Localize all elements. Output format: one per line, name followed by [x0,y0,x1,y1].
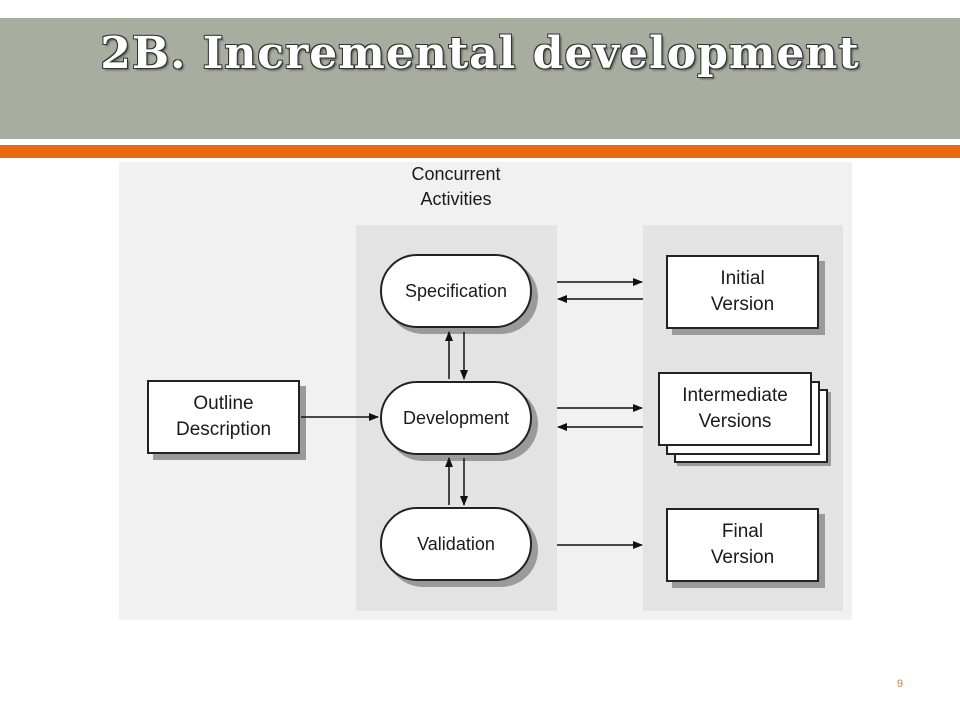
development-node: Development [380,381,532,455]
validation-label: Validation [417,533,495,554]
intermediate-versions-box: Intermediate Versions [658,372,812,446]
intermediate-line-2: Versions [698,411,772,432]
page-number: 9 [896,678,904,690]
intermediate-line-1: Intermediate [682,385,788,406]
final-version-box: Final Version [666,508,819,582]
title-band: 2B. Incremental development [0,18,960,139]
initial-version-box: Initial Version [666,255,819,329]
specification-node: Specification [380,254,532,328]
final-line-2: Version [710,547,775,568]
outline-line-1: Outline [193,393,254,414]
validation-node: Validation [380,507,532,581]
initial-line-1: Initial [720,268,765,289]
specification-label: Specification [404,280,508,301]
caption-line-2: Activities [420,189,492,209]
accent-bar [0,145,960,158]
initial-line-2: Version [710,294,775,315]
concurrent-activities-caption: Concurrent Activities [376,162,536,212]
slide-title: 2B. Incremental development [100,28,860,79]
final-line-1: Final [721,521,764,542]
development-label: Development [402,407,510,428]
caption-line-1: Concurrent [411,164,501,184]
outline-line-2: Description [175,419,272,440]
outline-description-box: Outline Description [147,380,300,454]
